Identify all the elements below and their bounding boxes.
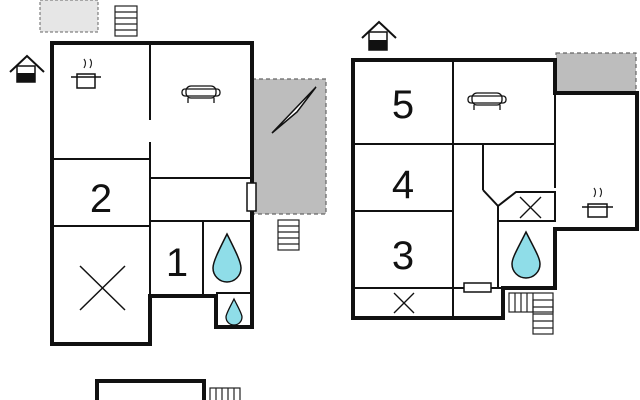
room-number-2: 2	[90, 177, 112, 221]
terrace-hatch	[555, 52, 637, 94]
room-number-5: 5	[392, 83, 414, 127]
triangle-icon	[271, 86, 317, 134]
stairs-icon	[114, 5, 138, 37]
bed-cross-icon	[393, 292, 415, 314]
cooking-pot-icon	[582, 187, 613, 218]
sofa-icon	[467, 92, 507, 110]
sofa-icon	[181, 85, 221, 103]
stairs-icon	[209, 387, 241, 400]
water-drop-icon	[212, 232, 242, 283]
bottom-floor-walls	[95, 379, 206, 400]
left-floor-walls	[50, 41, 254, 346]
stairs-icon	[277, 219, 300, 251]
bed-cross-icon	[79, 265, 126, 311]
cooking-pot-icon	[71, 58, 101, 89]
closet	[497, 191, 556, 222]
room-number-4: 4	[392, 163, 414, 207]
water-drop-icon	[511, 230, 541, 279]
stairs-icon	[508, 292, 554, 335]
house-entrance-icon	[9, 54, 45, 83]
door	[463, 282, 492, 293]
outdoor-area-top	[39, 0, 99, 33]
water-drop-icon	[225, 297, 243, 326]
room-number-1: 1	[166, 241, 188, 285]
room-number-3: 3	[392, 234, 414, 278]
house-entrance-icon	[361, 20, 397, 51]
terrace-hatch	[251, 78, 327, 215]
door	[246, 182, 257, 212]
